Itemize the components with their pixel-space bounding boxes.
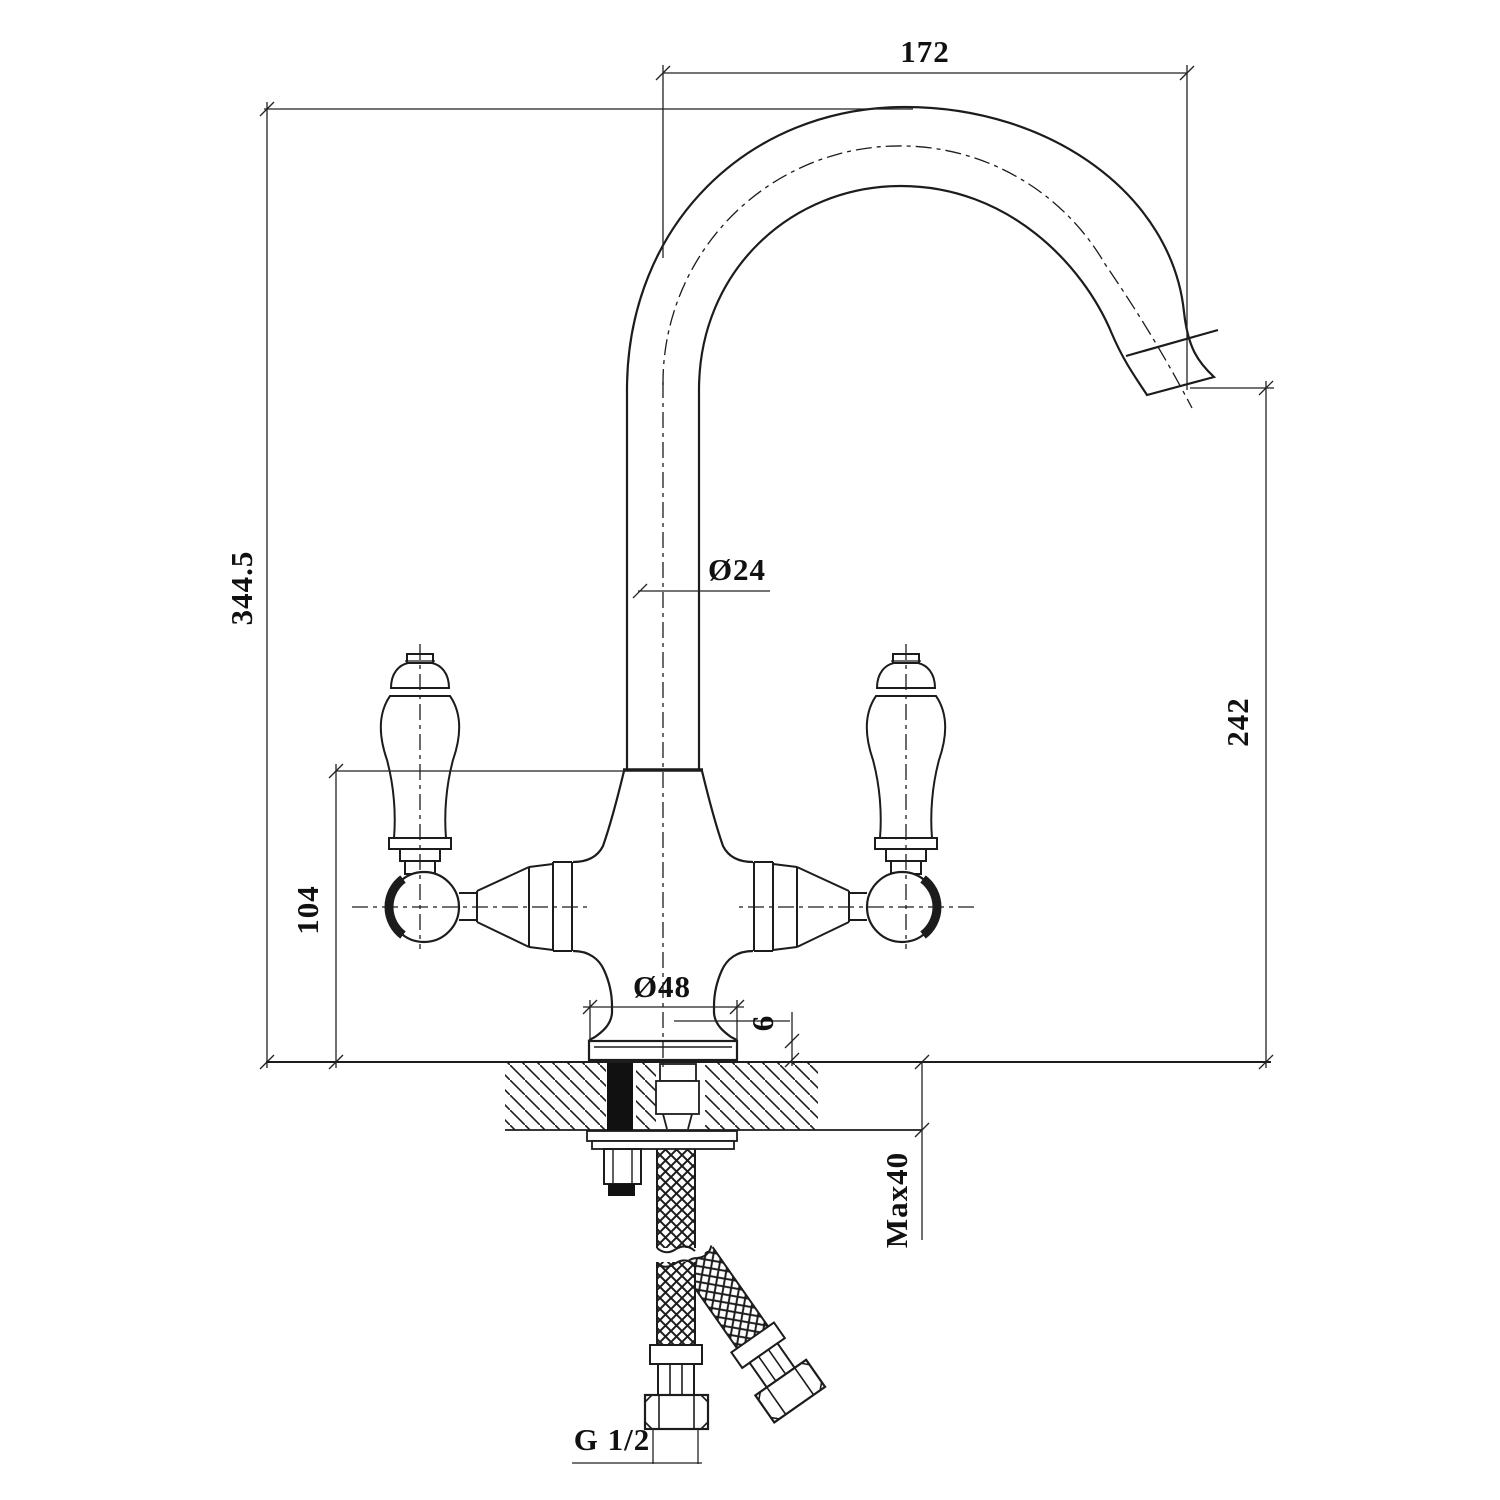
dim-overall-height [259, 101, 913, 1070]
counter-hatch-left [505, 1063, 606, 1130]
label-tube-diameter: Ø24 [708, 552, 766, 587]
centerlines [662, 145, 1193, 1068]
counter-hatch-middle [636, 1063, 656, 1130]
label-thread: G 1/2 [574, 1422, 650, 1457]
hose-fitting-lower [655, 1080, 700, 1115]
label-base-diameter: Ø48 [633, 969, 691, 1004]
angled-hose-nut [753, 1358, 827, 1424]
hose-end-nut [643, 1393, 710, 1431]
spout-outline [625, 105, 1217, 772]
countertop-section [505, 1063, 922, 1131]
spout-centerline [662, 145, 1193, 409]
nut-chamfers [644, 1394, 709, 1430]
angled-hose-braid [681, 1247, 769, 1349]
label-handle-height: 104 [290, 885, 325, 935]
label-flange-thickness: 6 [745, 1015, 780, 1032]
dim-handle-height [328, 763, 626, 1070]
label-spout-reach: 172 [900, 34, 950, 69]
mounting-hardware [586, 1062, 738, 1196]
angled-nut-chamfers [758, 1362, 823, 1420]
dim-spout-reach [655, 65, 1195, 390]
counter-hatch-right [705, 1063, 818, 1130]
dim-base-diameter [582, 999, 745, 1042]
hose-connector [657, 1363, 695, 1396]
threaded-stud [607, 1062, 633, 1131]
left-handle [352, 644, 592, 952]
label-overall-height: 344.5 [224, 551, 259, 626]
dimension-labels: 172 344.5 Ø24 242 104 Ø48 6 Max40 G 1/2 [224, 34, 1255, 1457]
aerator-joint-line [1125, 328, 1219, 358]
stud-end [608, 1184, 635, 1196]
dim-flange-thickness [674, 1012, 800, 1068]
label-max-mounting: Max40 [879, 1152, 914, 1248]
hose-braid-lower [657, 1262, 695, 1345]
label-outlet-height: 242 [1220, 697, 1255, 747]
dimension-lines [259, 65, 1274, 1464]
washer-gasket [591, 1140, 735, 1150]
fitting-taper [662, 1113, 693, 1130]
valve-cone [476, 866, 530, 948]
hose-ferrule [649, 1344, 703, 1365]
mounting-nut [603, 1148, 642, 1185]
dim-max-mounting [914, 1054, 930, 1240]
washer-plate [586, 1130, 738, 1142]
hose-braid-upper [657, 1148, 695, 1248]
dim-outlet-height [1190, 380, 1274, 1070]
hose-break-lower [656, 1259, 696, 1268]
supply-hose-angled [680, 1245, 827, 1424]
dim-tube-diameter [632, 583, 770, 599]
dim-thread [572, 1429, 702, 1464]
supply-hose-vertical [643, 1148, 710, 1431]
gooseneck-spout [625, 105, 1219, 772]
hose-break-upper [656, 1245, 696, 1254]
hose-fitting-upper [659, 1063, 697, 1082]
handle-centerlines [352, 644, 592, 949]
